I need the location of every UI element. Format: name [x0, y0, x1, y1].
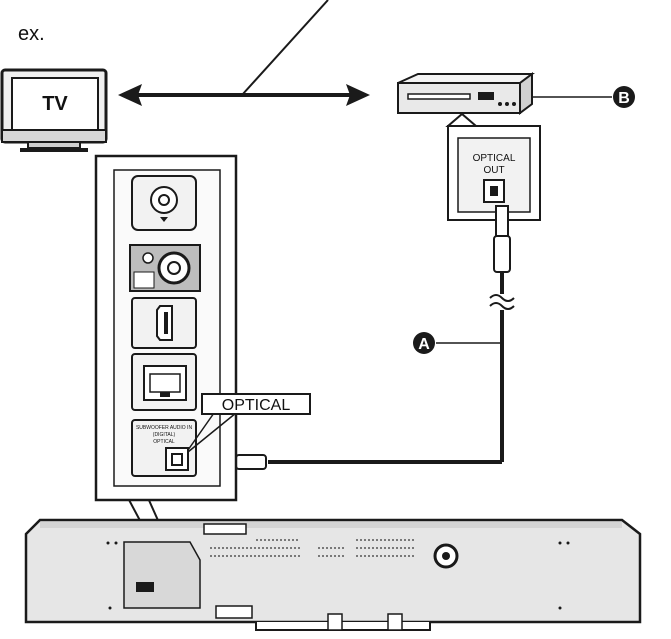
- example-label: ex.: [18, 23, 45, 45]
- optical-callout-label: OPTICAL: [187, 393, 311, 453]
- soundbar-rear-view: [24, 518, 642, 631]
- optical-port-icon: [165, 447, 189, 471]
- panel-audio-in-label: SUBWOOFER AUDIO IN: [136, 425, 193, 431]
- optical-out-label-1: OPTICAL: [473, 153, 516, 164]
- tv-label: TV: [42, 93, 68, 115]
- optical-cable: [196, 205, 515, 470]
- marker-b: B: [613, 86, 635, 108]
- hdmi-port-icon: [131, 297, 197, 349]
- leader-line: [241, 0, 329, 96]
- lan-port-icon: [131, 353, 197, 411]
- audio-in-section: SUBWOOFER AUDIO IN (DIGITAL) OPTICAL: [131, 419, 197, 477]
- panel-optical-label-2: OPTICAL: [153, 439, 175, 445]
- optical-plug-icon: [495, 205, 509, 237]
- marker-a: A: [413, 332, 435, 354]
- bidirectional-arrow: [118, 84, 370, 106]
- tv-icon: TV: [0, 68, 108, 152]
- coax-antenna-icon: [131, 175, 197, 231]
- player-optical-out-callout: OPTICAL OUT: [445, 112, 541, 221]
- disc-player-icon: [397, 72, 535, 115]
- panel-optical-label-1: (DIGITAL): [153, 432, 176, 438]
- rca-jack-icon: [129, 244, 201, 292]
- svg-text:A: A: [418, 336, 430, 353]
- svg-text:OPTICAL: OPTICAL: [222, 397, 291, 414]
- optical-out-label-2: OUT: [483, 165, 504, 176]
- svg-text:B: B: [618, 90, 630, 107]
- rear-panel-callout: SUBWOOFER AUDIO IN (DIGITAL) OPTICAL: [94, 154, 238, 593]
